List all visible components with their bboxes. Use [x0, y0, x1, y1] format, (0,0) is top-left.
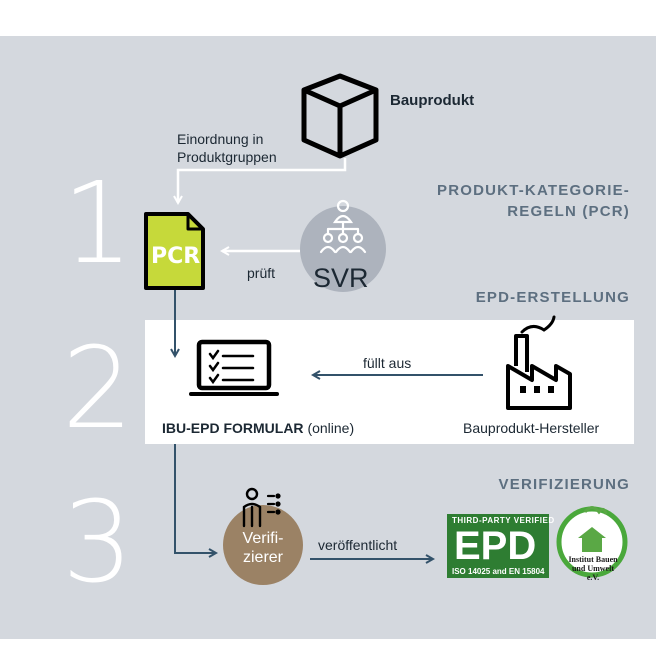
svr-circle [300, 206, 386, 292]
epd-top-text: THIRD-PARTY VERIFIED [452, 516, 555, 525]
svr-label: SVR [313, 263, 369, 293]
fills-out-label: füllt aus [363, 355, 412, 371]
heading-verification: VERIFIZIERUNG [498, 476, 630, 493]
verifier-label-line1: Verifi- [242, 530, 284, 547]
arrow-product-to-pcr [178, 158, 347, 203]
heading-pcr: PRODUKT-KATEGORIE- REGELN (PCR) [437, 180, 630, 222]
pcr-document-icon [144, 212, 205, 290]
form-label-suffix: (online) [307, 420, 355, 436]
arrow-form-to-verifier [174, 444, 216, 553]
verifier-person-icon [242, 487, 281, 528]
product-label: Bauprodukt [390, 92, 475, 109]
institute-line2: und Umwelt e.V. [571, 564, 614, 582]
people-network-icon [319, 199, 367, 254]
institute-label: Institut Bauen und Umwelt e.V. [566, 555, 620, 582]
smoke-icon [520, 315, 556, 334]
classify-label: Einordnung in Produktgruppen [177, 130, 277, 166]
institute-line1: Institut Bauen [568, 555, 618, 564]
form-label: IBU-EPD FORMULAR (online) [162, 420, 354, 436]
heading-pcr-line2: REGELN (PCR) [507, 203, 630, 220]
factory-icon [506, 334, 572, 410]
form-laptop-icon [189, 339, 279, 396]
heading-pcr-line1: PRODUKT-KATEGORIE- [437, 182, 630, 199]
verifier-label: Verifi- zierer [223, 529, 303, 567]
form-label-name: IBU-EPD FORMULAR [162, 420, 304, 436]
manufacturer-label: Bauprodukt-Hersteller [463, 420, 600, 436]
pcr-doc-label: PCR [151, 244, 201, 269]
checks-label: prüft [247, 265, 276, 281]
step-number-1: 1 [62, 159, 134, 289]
epd-bottom-text: ISO 14025 and EN 15804 [452, 567, 545, 576]
published-label: veröffentlicht [318, 537, 398, 553]
classify-label-line2: Produktgruppen [177, 149, 277, 165]
epd-main-text: EPD [454, 524, 537, 568]
verifier-label-line2: zierer [242, 549, 283, 566]
box-icon [301, 73, 379, 159]
step-number-3: 3 [62, 478, 134, 608]
classify-label-line1: Einordnung in [177, 131, 264, 147]
heading-epd-creation: EPD-ERSTELLUNG [475, 289, 630, 306]
step-number-2: 2 [62, 324, 134, 454]
epd-logo [447, 506, 628, 578]
